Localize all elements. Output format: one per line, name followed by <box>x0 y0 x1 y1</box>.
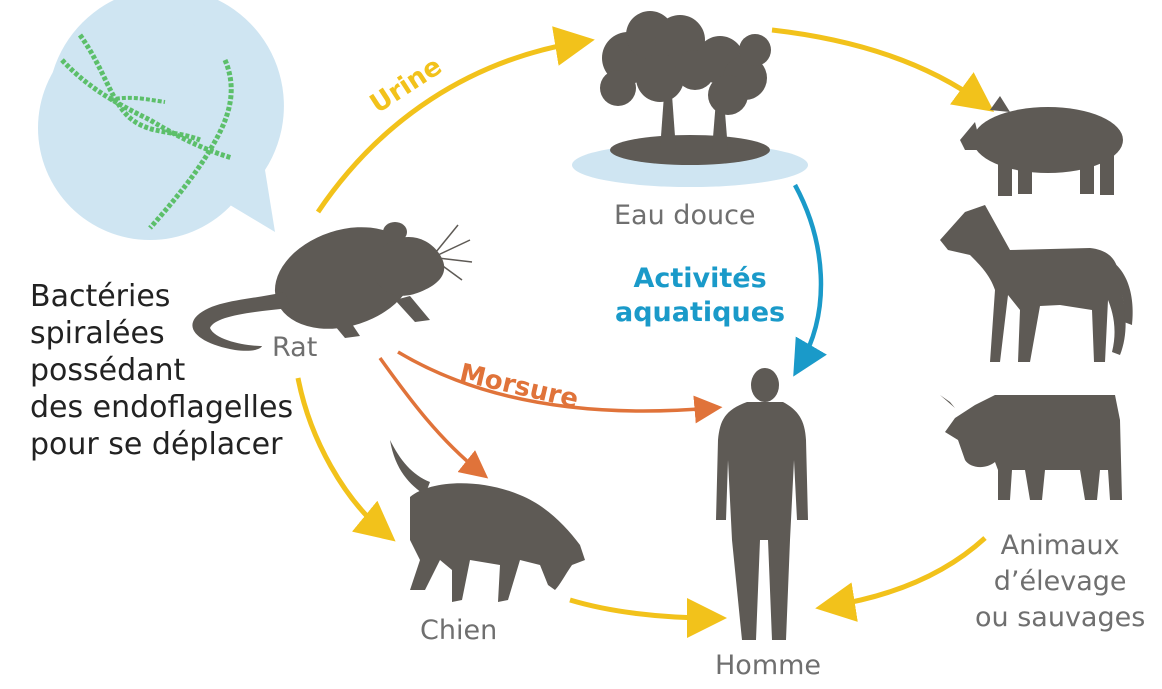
urine-arrow <box>318 42 580 212</box>
description-line: des endoflagelles <box>30 389 293 426</box>
horse-icon <box>940 205 1133 362</box>
livestock-label-line: ou sauvages <box>975 600 1145 636</box>
bacteria-bubble-icon <box>38 0 284 240</box>
aquatic-arrow <box>795 185 821 365</box>
rat-to-dog-arrow <box>298 378 384 532</box>
description-line: spiralées <box>30 315 293 352</box>
dog-to-human-arrow <box>570 600 712 618</box>
livestock-label-line: Animaux <box>975 528 1145 564</box>
aquatic-label: Activités aquatiques <box>615 262 785 330</box>
dog-label: Chien <box>420 615 497 646</box>
description-line: pour se déplacer <box>30 426 293 463</box>
human-label: Homme <box>715 650 821 681</box>
rat-label: Rat <box>272 332 317 363</box>
description-line: possédant <box>30 352 293 389</box>
aquatic-label-line: aquatiques <box>615 296 785 330</box>
bacteria-description: Bactéries spiralées possédant des endofl… <box>30 278 293 463</box>
cow-icon <box>940 395 1122 500</box>
trees-island-icon <box>572 11 808 187</box>
livestock-label-line: d’élevage <box>975 564 1145 600</box>
description-line: Bactéries <box>30 278 293 315</box>
water-label: Eau douce <box>614 200 756 231</box>
aquatic-label-line: Activités <box>615 262 785 296</box>
livestock-label: Animaux d’élevage ou sauvages <box>975 528 1145 636</box>
pig-icon <box>960 96 1123 196</box>
livestock-to-human-arrow <box>830 538 985 606</box>
dog-icon <box>390 440 585 602</box>
water-to-livestock-arrow <box>772 30 982 103</box>
human-icon <box>716 368 808 640</box>
